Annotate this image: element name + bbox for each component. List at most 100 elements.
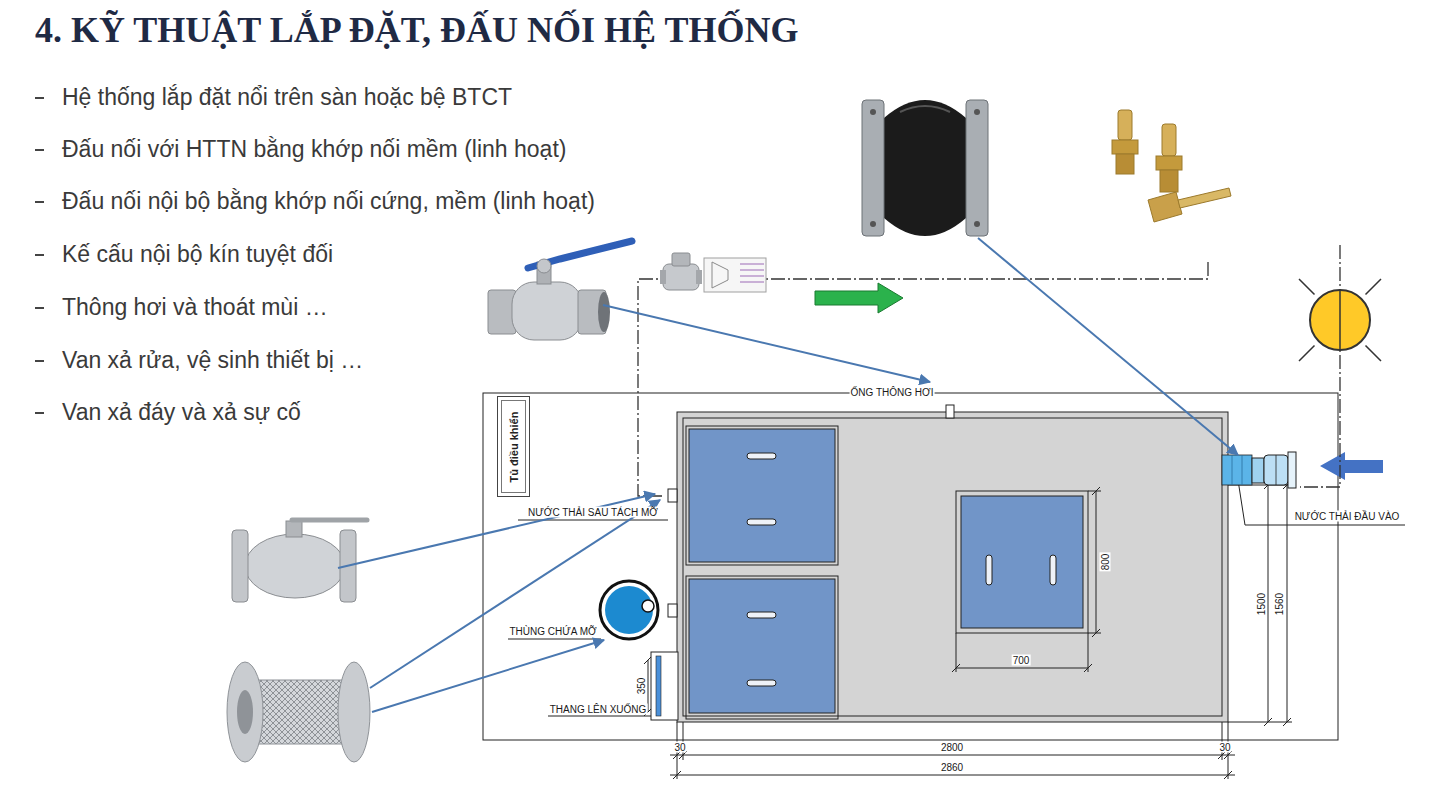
compartment <box>747 453 776 459</box>
compartment <box>689 579 835 713</box>
ball-valve-photo <box>598 292 610 332</box>
control-cabinet: Tủ điều khiển <box>497 396 530 497</box>
check-valve-photo <box>660 253 766 292</box>
compartment <box>686 426 838 719</box>
manhole-cover <box>956 491 1088 633</box>
tank-body <box>683 418 1222 716</box>
tank-body <box>677 412 1228 722</box>
inlet-fitting <box>1276 455 1277 485</box>
callout-arrow <box>603 305 930 382</box>
callout-arrow <box>370 500 660 688</box>
bullet-dash <box>35 412 44 414</box>
dimension-line <box>1228 481 1292 726</box>
check-valve-photo <box>660 270 666 284</box>
bullet-dash <box>35 149 44 151</box>
inflow-arrow <box>1320 452 1383 480</box>
compartment <box>686 576 838 719</box>
dimension: 2800 <box>940 742 964 753</box>
pipe-stub <box>668 489 677 617</box>
ball-valve-photo <box>537 259 551 273</box>
bullet-dash <box>35 254 44 256</box>
part-label: THANG LÊN XUỐNG <box>549 704 648 715</box>
part-label: THÙNG CHỨA MỠ <box>508 626 597 637</box>
flow-arrow <box>815 283 903 313</box>
callout-arrow <box>978 238 1238 455</box>
rubber-joint-photo <box>974 109 980 115</box>
grease-container <box>600 581 658 639</box>
callout-arrow <box>338 494 655 568</box>
brass-fitting-photo <box>1178 188 1231 208</box>
brass-fitting-photo <box>1156 156 1182 170</box>
brass-fitting-photo <box>1112 140 1138 154</box>
check-valve-photo <box>663 264 699 290</box>
flex-hose-photo <box>227 662 263 762</box>
bullet-text: Van xả rửa, vệ sinh thiết bị … <box>62 346 363 374</box>
vent-pipeline <box>638 262 1208 496</box>
rubber-joint-photo <box>870 221 876 227</box>
inlet-fitting <box>1288 452 1296 488</box>
pipe-label: NƯỚC THẢI SAU TÁCH MỠ <box>527 507 659 518</box>
dimension: 350 <box>636 677 647 696</box>
flanged-valve-photo <box>292 518 367 523</box>
leader-line <box>508 639 601 640</box>
bullet-text: Hệ thống lắp đặt nổi trên sàn hoặc bệ BT… <box>62 83 512 111</box>
flex-hose-photo <box>256 680 348 744</box>
bullet-dash <box>35 201 44 203</box>
dimension: 30 <box>1218 742 1231 753</box>
leader-line <box>548 716 651 717</box>
leader-line <box>508 480 1405 716</box>
callout-arrow <box>372 640 604 712</box>
dimension: 30 <box>673 742 686 753</box>
lamp-symbol <box>1299 279 1381 361</box>
bullet-text: Đấu nối với HTTN bằng khớp nối mềm (linh… <box>62 135 566 163</box>
brass-fitting-photo <box>1116 154 1134 174</box>
inlet-fitting <box>1264 455 1288 485</box>
dimension-line <box>670 722 1235 779</box>
lamp-symbol <box>1299 279 1381 361</box>
rubber-joint-photo <box>862 100 988 236</box>
brass-fitting-photo <box>1162 124 1176 156</box>
manhole-cover <box>986 555 992 585</box>
inlet-fitting <box>1222 452 1296 488</box>
compartment <box>747 612 776 618</box>
flex-hose-photo <box>237 690 253 734</box>
dimension: 800 <box>1100 553 1111 572</box>
vent-pipe <box>946 405 954 418</box>
compartment <box>689 429 835 562</box>
check-valve-photo <box>704 258 766 292</box>
grease-container <box>605 586 653 634</box>
lamp-symbol <box>1310 290 1370 350</box>
brass-fitting-photo <box>1160 170 1178 192</box>
flanged-valve-photo <box>245 534 345 598</box>
ball-valve-photo <box>488 241 632 340</box>
ball-valve-photo <box>512 282 582 340</box>
pipe-label: ỐNG THÔNG HƠI <box>850 387 935 398</box>
rubber-joint-photo <box>870 109 876 115</box>
dimension-line <box>644 481 1292 779</box>
pipe-stub <box>668 489 677 502</box>
compartment <box>747 519 776 525</box>
manhole-cover <box>1050 555 1056 585</box>
manhole-cover <box>961 496 1083 628</box>
lamp-symbol <box>1339 290 1341 350</box>
callout-arrow <box>338 238 1238 712</box>
tank-body <box>677 412 1228 722</box>
grease-container <box>642 600 654 612</box>
inlet-fitting <box>1252 458 1264 483</box>
dimension: 1560 <box>1274 592 1285 616</box>
flanged-valve-photo <box>286 521 302 537</box>
rubber-joint-photo <box>900 106 950 112</box>
dimension: 2860 <box>940 762 964 773</box>
rubber-joint-photo <box>862 100 884 236</box>
bullet-dash <box>35 307 44 309</box>
inlet-fitting <box>1222 455 1252 485</box>
inlet-fitting <box>1232 455 1242 485</box>
manhole-cover <box>956 491 1088 633</box>
compartment <box>747 680 776 686</box>
dimension-line <box>952 633 1092 672</box>
check-valve-photo <box>740 264 764 282</box>
rubber-joint-photo <box>966 100 988 236</box>
flex-hose-photo <box>338 662 370 762</box>
ladder <box>651 652 678 720</box>
brass-fitting-photo <box>1112 110 1231 222</box>
